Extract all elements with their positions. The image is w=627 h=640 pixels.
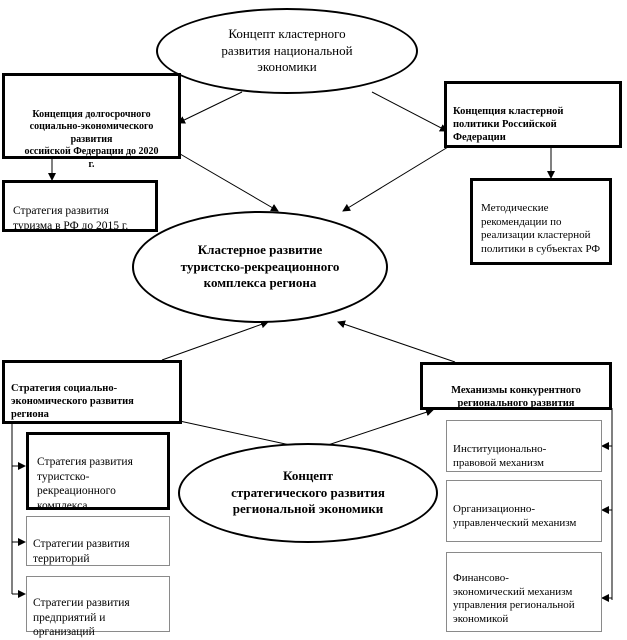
arrow-long-term-to-center	[174, 150, 279, 212]
bottom-concept-text: Концепт стратегического развития региона…	[231, 467, 385, 517]
tourism-strategy-box: Стратегия развития туризма в РФ до 2015 …	[2, 180, 158, 232]
regional-strategy-text: Стратегия социально- экономического разв…	[11, 383, 134, 421]
arrow-policy-to-center	[342, 146, 449, 212]
arrow-top-to-cluster-policy	[371, 91, 448, 132]
bottom-concept-ellipse: Концепт стратегического развития региона…	[178, 443, 438, 543]
method-recommendations-box: Методические рекомендации по реализации …	[470, 178, 612, 265]
territory-strategy-text: Стратегии развития территорий	[33, 538, 130, 565]
organizational-mechanism-box: Организационно- управленческий механизм	[446, 480, 602, 542]
arrow-top-to-long-term	[177, 91, 243, 124]
financial-mechanism-box: Финансово- экономический механизм управл…	[446, 552, 602, 632]
top-concept-text: Концепт кластерного развития национально…	[221, 25, 353, 75]
institutional-mechanism-box: Институционально- правовой механизм	[446, 420, 602, 472]
arrow-mechanisms-to-center	[337, 320, 456, 363]
institutional-mechanism-text: Институционально- правовой механизм	[453, 442, 547, 469]
cluster-policy-concept-box: Концепция кластерной политики Российской…	[444, 81, 622, 148]
center-cluster-text: Кластерное развитие туристско-рекреацион…	[180, 241, 340, 291]
tourism-strategy-text: Стратегия развития туризма в РФ до 2015 …	[13, 205, 129, 232]
enterprise-strategy-text: Стратегии развития предприятий и организ…	[33, 597, 130, 639]
arrow-bottom-to-mechanisms	[327, 408, 434, 446]
regional-strategy-box: Стратегия социально- экономического разв…	[2, 360, 182, 424]
center-cluster-ellipse: Кластерное развитие туристско-рекреацион…	[132, 211, 388, 323]
territory-strategy-box: Стратегии развития территорий	[26, 516, 170, 566]
trk-strategy-text: Стратегия развития туристско- рекреацион…	[37, 456, 133, 512]
competitive-mechanisms-text: Механизмы конкурентного регионального ра…	[451, 385, 581, 410]
financial-mechanism-text: Финансово- экономический механизм управл…	[453, 571, 575, 625]
competitive-mechanisms-box: Механизмы конкурентного регионального ра…	[420, 362, 612, 410]
trk-strategy-box: Стратегия развития туристско- рекреацион…	[26, 432, 170, 512]
cluster-policy-concept-text: Концепция кластерной политики Российской…	[453, 106, 564, 144]
top-concept-ellipse: Концепт кластерного развития национально…	[156, 8, 418, 94]
long-term-concept-box: Концепция долгосрочного социально-эконом…	[2, 73, 181, 170]
method-recommendations-text: Методические рекомендации по реализации …	[481, 201, 601, 255]
organizational-mechanism-text: Организационно- управленческий механизм	[453, 502, 577, 529]
long-term-concept-text: Концепция долгосрочного социально-эконом…	[24, 108, 159, 170]
arrow-regional-to-center	[161, 320, 269, 361]
enterprise-strategy-box: Стратегии развития предприятий и организ…	[26, 576, 170, 638]
